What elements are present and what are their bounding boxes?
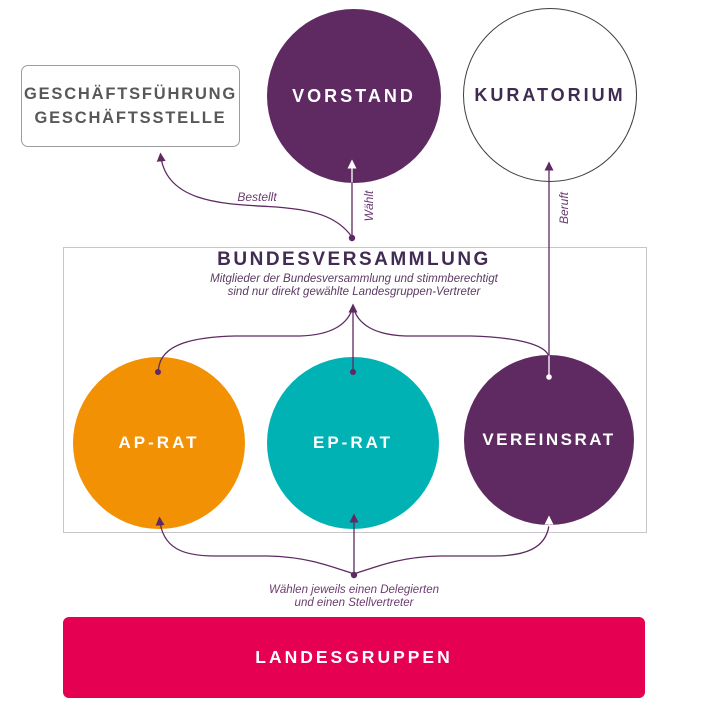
beruft-label: Beruft bbox=[557, 192, 571, 225]
geschaeftsfuehrung-box: GESCHÄFTSFÜHRUNG GESCHÄFTSSTELLE bbox=[21, 65, 240, 147]
waehlen-origin-dot bbox=[350, 571, 358, 579]
kuratorium-label: KURATORIUM bbox=[474, 84, 626, 105]
geschaeftsfuehrung-label-line2: GESCHÄFTSSTELLE bbox=[34, 108, 227, 127]
vereinsrat-label: VEREINSRAT bbox=[482, 430, 616, 449]
ap-rat-circle: AP-RAT bbox=[73, 357, 245, 529]
bundesversammlung-title: BUNDESVERSAMMLUNG bbox=[217, 249, 491, 270]
vorstand-circle: VORSTAND bbox=[267, 9, 441, 183]
vorstand-label: VORSTAND bbox=[292, 85, 416, 106]
ap-rat-label: AP-RAT bbox=[118, 433, 200, 452]
bestellt-label: Bestellt bbox=[237, 190, 277, 204]
bundesversammlung-subtitle-line2: sind nur direkt gewählte Landesgruppen-V… bbox=[227, 286, 481, 298]
kuratorium-circle: KURATORIUM bbox=[463, 8, 637, 182]
bundesversammlung-subtitle: Mitglieder der Bundesversammlung und sti… bbox=[63, 273, 645, 299]
geschaeftsfuehrung-label-line1: GESCHÄFTSFÜHRUNG bbox=[23, 84, 238, 103]
vereinsrat-circle: VEREINSRAT bbox=[464, 355, 634, 525]
ep-rat-circle: EP-RAT bbox=[267, 357, 439, 529]
waehlen-label-line1: Wählen jeweils einen Delegierten bbox=[268, 584, 440, 596]
bundesversammlung-subtitle-line1: Mitglieder der Bundesversammlung und sti… bbox=[210, 273, 498, 285]
waehlen-label: Wählen jeweils einen Delegierten und ein… bbox=[204, 584, 504, 610]
waehlt-label: Wählt bbox=[362, 190, 376, 222]
landesgruppen-bar: LANDESGRUPPEN bbox=[63, 617, 645, 698]
waehlen-label-line2: und einen Stellvertreter bbox=[294, 597, 414, 609]
bestellt-origin-dot bbox=[348, 234, 356, 242]
ep-rat-label: EP-RAT bbox=[312, 433, 393, 452]
landesgruppen-label: LANDESGRUPPEN bbox=[255, 647, 453, 667]
